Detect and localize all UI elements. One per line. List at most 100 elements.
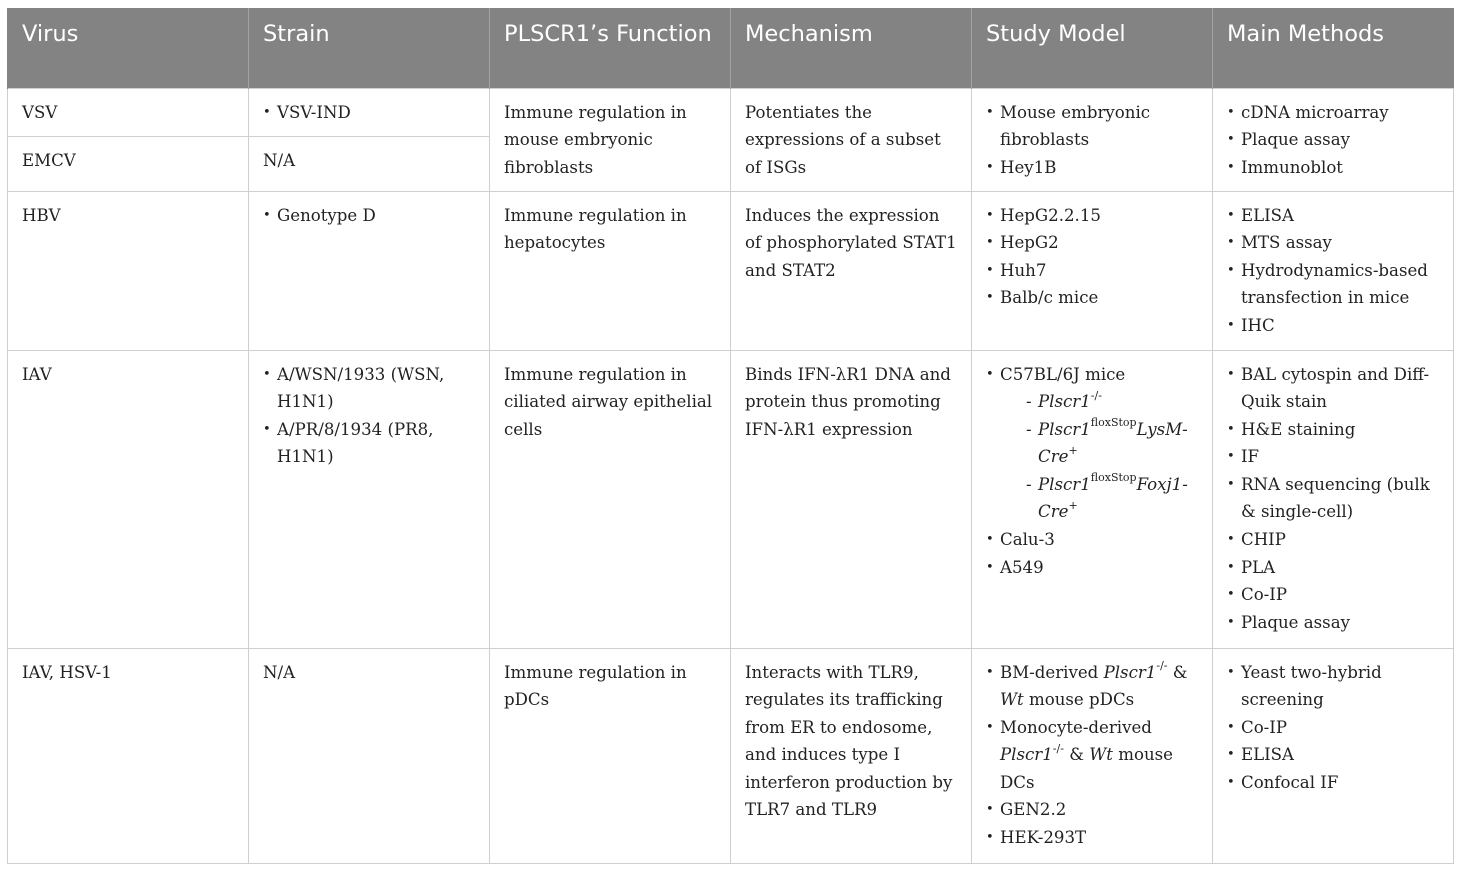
list-item: IHC	[1227, 312, 1439, 340]
list-item: Confocal IF	[1227, 769, 1439, 797]
cell-function: Immune regulation in pDCs	[489, 647, 731, 864]
list-item: IF	[1227, 443, 1439, 471]
list-item: Co-IP	[1227, 714, 1439, 742]
cell-strain: N/A	[248, 647, 490, 864]
wildtype-label: Wt	[1000, 690, 1024, 710]
list-item: Immunoblot	[1227, 154, 1439, 182]
cell-virus: IAV, HSV-1	[7, 647, 249, 864]
model-head: C57BL/6J mice	[1000, 364, 1126, 384]
gene-name: Plscr1	[1038, 392, 1091, 412]
list-item: PLA	[1227, 554, 1439, 582]
list-item: Co-IP	[1227, 581, 1439, 609]
model-text: mouse DCs	[1000, 745, 1174, 792]
list-item: Yeast two-hybrid screening	[1227, 659, 1439, 714]
list-item: Huh7	[986, 257, 1198, 285]
list-item: BM-derived Plscr1-/- & Wt mouse pDCs	[986, 659, 1198, 714]
model-text: &	[1167, 662, 1188, 682]
list-item: Balb/c mice	[986, 284, 1198, 312]
gene-name: Plscr1	[1038, 474, 1091, 494]
header-strain: Strain	[248, 8, 490, 88]
cell-function: Immune regulation in ciliated airway epi…	[489, 349, 731, 649]
genotype-sup: floxStop	[1090, 471, 1137, 485]
list-item: HepG2.2.15	[986, 202, 1198, 230]
sub-list-item: Plscr1floxStopLysM-Cre+	[1026, 416, 1198, 471]
genotype-sup: -/-	[1156, 658, 1168, 672]
list-item: A/WSN/1933 (WSN, H1N1)	[263, 361, 475, 416]
model-text: mouse pDCs	[1023, 690, 1135, 710]
list-item: MTS assay	[1227, 229, 1439, 257]
list-item: RNA sequencing (bulk & single-cell)	[1227, 471, 1439, 526]
table-row: EMCV N/A	[7, 135, 1454, 192]
list-item: CHIP	[1227, 526, 1439, 554]
model-text: BM-derived	[1000, 662, 1104, 682]
cell-mechanism: Interacts with TLR9, regulates its traff…	[730, 647, 972, 864]
sub-list-item: Plscr1floxStopFoxj1-Cre+	[1026, 471, 1198, 526]
cell-study-model: BM-derived Plscr1-/- & Wt mouse pDCs Mon…	[971, 647, 1213, 864]
cre-sup: +	[1068, 443, 1078, 457]
cell-virus: VSV	[7, 87, 249, 137]
list-item: GEN2.2	[986, 796, 1198, 824]
table-row: HBV Genotype D Immune regulation in hepa…	[7, 190, 1454, 351]
list-item: BAL cytospin and Diff-Quik stain	[1227, 361, 1439, 416]
cre-name: Foxj1-Cre	[1038, 474, 1188, 522]
list-item: Monocyte-derived Plscr1-/- & Wt mouse DC…	[986, 714, 1198, 797]
cell-virus: IAV	[7, 349, 249, 649]
list-item: Genotype D	[263, 202, 475, 230]
list-item: ELISA	[1227, 741, 1439, 769]
list-item: Mouse embryonic fibroblasts	[986, 99, 1198, 154]
sub-list-item: Plscr1-/-	[1026, 388, 1198, 416]
cell-study-model: Mouse embryonic fibroblasts Hey1B	[971, 87, 1213, 192]
cell-study-model: HepG2.2.15 HepG2 Huh7 Balb/c mice	[971, 190, 1213, 351]
cre-sup: +	[1068, 498, 1078, 512]
list-item: cDNA microarray	[1227, 99, 1439, 127]
cell-strain: N/A	[248, 135, 490, 192]
list-item: Calu-3	[986, 526, 1198, 554]
model-text: Monocyte-derived	[1000, 717, 1152, 737]
cell-strain: Genotype D	[248, 190, 490, 351]
gene-name: Plscr1	[1038, 419, 1091, 439]
list-item: HEK-293T	[986, 824, 1198, 852]
genotype-sup: floxStop	[1090, 416, 1137, 430]
wildtype-label: Wt	[1089, 745, 1113, 765]
list-item: Hydrodynamics-based transfection in mice	[1227, 257, 1439, 312]
cell-virus: HBV	[7, 190, 249, 351]
header-main-methods: Main Methods	[1212, 8, 1454, 88]
gene-name: Plscr1	[1103, 662, 1157, 682]
cell-function: Immune regulation in mouse embryonic fib…	[489, 87, 731, 192]
header-study-model: Study Model	[971, 8, 1213, 88]
list-item: H&E staining	[1227, 416, 1439, 444]
study-table: Virus Strain PLSCR1’s Function Mechanism…	[7, 8, 1454, 864]
cell-function: Immune regulation in hepatocytes	[489, 190, 731, 351]
table-row: VSV VSV-IND Immune regulation in mouse e…	[7, 87, 1454, 192]
list-item: ELISA	[1227, 202, 1439, 230]
list-item: VSV-IND	[263, 99, 475, 127]
list-item: Plaque assay	[1227, 126, 1439, 154]
gene-name: Plscr1	[1000, 745, 1053, 765]
cell-main-methods: Yeast two-hybrid screening Co-IP ELISA C…	[1212, 647, 1454, 864]
cell-virus: EMCV	[7, 135, 249, 192]
cell-mechanism: Potentiates the expressions of a subset …	[730, 87, 972, 192]
list-item: C57BL/6J mice Plscr1-/- Plscr1floxStopLy…	[986, 361, 1198, 527]
table-row: IAV, HSV-1 N/A Immune regulation in pDCs…	[7, 647, 1454, 864]
cell-main-methods: BAL cytospin and Diff-Quik stain H&E sta…	[1212, 349, 1454, 649]
model-text: &	[1063, 745, 1090, 765]
cre-name: LysM-Cre	[1038, 419, 1188, 467]
list-item: Hey1B	[986, 154, 1198, 182]
cell-mechanism: Induces the expression of phosphorylated…	[730, 190, 972, 351]
list-item: A/PR/8/1934 (PR8, H1N1)	[263, 416, 475, 471]
table-row: IAV A/WSN/1933 (WSN, H1N1) A/PR/8/1934 (…	[7, 349, 1454, 649]
cell-study-model: C57BL/6J mice Plscr1-/- Plscr1floxStopLy…	[971, 349, 1213, 649]
list-item: Plaque assay	[1227, 609, 1439, 637]
header-row: Virus Strain PLSCR1’s Function Mechanism…	[7, 8, 1454, 88]
list-item: HepG2	[986, 229, 1198, 257]
list-item: A549	[986, 554, 1198, 582]
cell-mechanism: Binds IFN-λR1 DNA and protein thus promo…	[730, 349, 972, 649]
header-virus: Virus	[7, 8, 249, 88]
cell-main-methods: ELISA MTS assay Hydrodynamics-based tran…	[1212, 190, 1454, 351]
cell-main-methods: cDNA microarray Plaque assay Immunoblot	[1212, 87, 1454, 192]
header-function: PLSCR1’s Function	[489, 8, 731, 88]
genotype-sup: -/-	[1090, 388, 1102, 402]
genotype-sup: -/-	[1052, 741, 1064, 755]
header-mechanism: Mechanism	[730, 8, 972, 88]
cell-strain: A/WSN/1933 (WSN, H1N1) A/PR/8/1934 (PR8,…	[248, 349, 490, 649]
